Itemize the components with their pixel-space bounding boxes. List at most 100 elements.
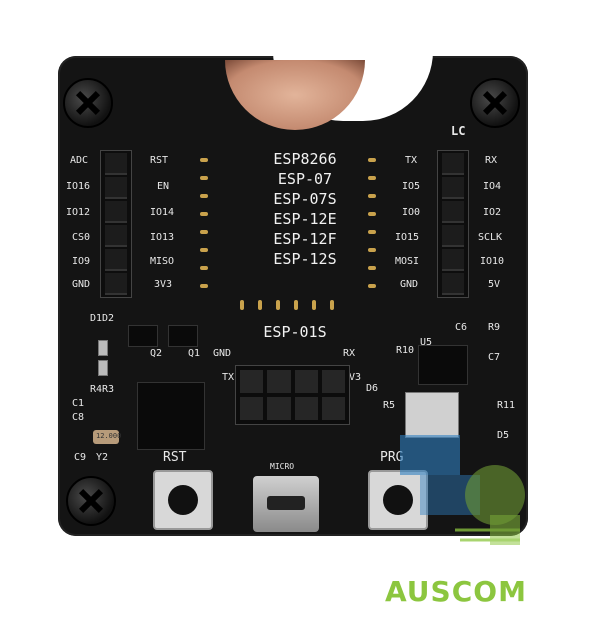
pin-label: IO4 — [483, 181, 502, 192]
usb-label: MICRO — [270, 462, 295, 471]
screw-bottom-left-icon — [66, 476, 116, 526]
component-label: D5 — [497, 430, 510, 441]
pad — [368, 176, 376, 180]
component-label: C8 — [72, 412, 85, 423]
pad — [200, 248, 208, 252]
brand-watermark: AUSCOM — [385, 575, 527, 608]
pin-label: MISO — [150, 256, 175, 267]
prg-label: PRG — [380, 450, 404, 465]
pad — [312, 300, 316, 310]
pin-label: IO0 — [402, 207, 421, 218]
pad — [368, 248, 376, 252]
pad — [200, 194, 208, 198]
component-label: C1 — [72, 398, 85, 409]
switch-part[interactable] — [405, 392, 459, 438]
pin-label: IO13 — [150, 232, 175, 243]
socket-label-gnd: GND — [213, 348, 232, 359]
program-button[interactable] — [368, 470, 428, 530]
smd-part — [98, 340, 108, 356]
pad — [330, 300, 334, 310]
pad — [200, 158, 208, 162]
auscom-logo-icon — [400, 435, 525, 545]
pin-label: ADC — [70, 155, 89, 166]
component-label: C7 — [488, 352, 501, 363]
program-button-cap — [383, 485, 413, 515]
component-label: R4R3 — [90, 384, 115, 395]
left-pin-header — [100, 150, 132, 298]
pin-label: IO16 — [66, 181, 91, 192]
pin-label: 5V — [488, 279, 501, 290]
esp01s-label: ESP-01S — [263, 323, 327, 341]
pin-label: GND — [72, 279, 91, 290]
pin-label: IO2 — [483, 207, 502, 218]
component-label: Q2 — [150, 348, 163, 359]
socket-label-3v3: 3V3 — [343, 372, 362, 383]
pin-label: 3V3 — [154, 279, 173, 290]
pad — [200, 266, 208, 270]
usb-serial-chip — [137, 382, 205, 450]
screw-top-right-icon — [470, 78, 520, 128]
pin-label: TX — [405, 155, 418, 166]
logo-lc: LC — [451, 124, 466, 138]
module-name: ESP-07S — [273, 190, 337, 208]
pad — [200, 230, 208, 234]
component-label: R9 — [488, 322, 501, 333]
component-label: Y2 — [96, 452, 109, 463]
module-name: ESP8266 — [273, 150, 337, 168]
pad — [200, 212, 208, 216]
component-label: R5 — [383, 400, 396, 411]
pad — [368, 230, 376, 234]
pin-label: IO10 — [480, 256, 505, 267]
pin-label: IO12 — [66, 207, 91, 218]
pin-label: RST — [150, 155, 169, 166]
pad — [294, 300, 298, 310]
pin-label: MOSI — [395, 256, 420, 267]
pad — [368, 194, 376, 198]
pin-label: CS0 — [72, 232, 91, 243]
module-name: ESP-12E — [273, 210, 337, 228]
transistor-q1 — [168, 325, 198, 347]
pad — [276, 300, 280, 310]
socket-label-rx: RX — [343, 348, 356, 359]
component-label: C9 — [74, 452, 87, 463]
component-label: D1D2 — [90, 313, 115, 324]
reset-button-cap — [168, 485, 198, 515]
pad — [368, 212, 376, 216]
pin-label: IO5 — [402, 181, 421, 192]
pin-label: GND — [400, 279, 419, 290]
pad — [240, 300, 244, 310]
component-label: Q1 — [188, 348, 201, 359]
pad — [368, 284, 376, 288]
module-name: ESP-07 — [277, 170, 333, 188]
smd-part — [98, 360, 108, 376]
pin-label: EN — [157, 181, 170, 192]
pin-label: IO15 — [395, 232, 420, 243]
component-label: U5 — [420, 337, 433, 348]
component-label: R10 — [396, 345, 415, 356]
pin-label: IO9 — [72, 256, 91, 267]
pad — [368, 266, 376, 270]
component-label: C6 — [455, 322, 468, 333]
screw-top-left-icon — [63, 78, 113, 128]
socket-label-tx: TX — [222, 372, 235, 383]
component-label: R11 — [497, 400, 516, 411]
crystal-label: 12.000 — [96, 432, 122, 440]
component-label: D6 — [366, 383, 379, 394]
pad — [368, 158, 376, 162]
pad — [200, 176, 208, 180]
esp01s-socket[interactable] — [235, 365, 350, 425]
transistor-q2 — [128, 325, 158, 347]
usb-opening — [267, 496, 305, 510]
regulator-chip — [418, 345, 468, 385]
pin-label: RX — [485, 155, 498, 166]
reset-button[interactable] — [153, 470, 213, 530]
right-pin-header — [437, 150, 469, 298]
crystal-oscillator — [93, 430, 119, 444]
pad — [258, 300, 262, 310]
module-name: ESP-12S — [273, 250, 337, 268]
micro-usb-port[interactable] — [253, 476, 319, 532]
pin-label: IO14 — [150, 207, 175, 218]
pin-label: SCLK — [478, 232, 503, 243]
rst-label: RST — [163, 450, 187, 465]
module-name: ESP-12F — [273, 230, 337, 248]
